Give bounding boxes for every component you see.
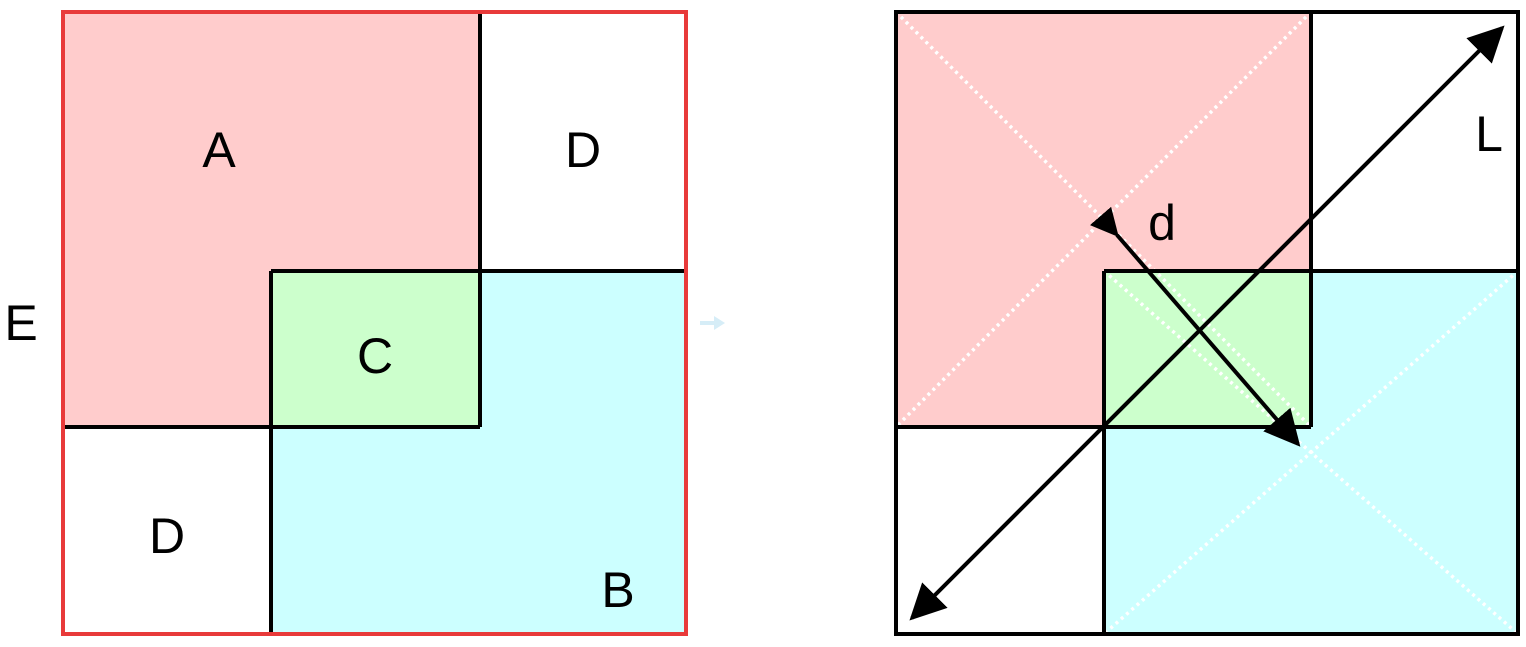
- region-c: [271, 271, 480, 427]
- label-c: C: [357, 328, 393, 384]
- region-outlines: [63, 12, 686, 634]
- region-c-right: [1104, 271, 1311, 427]
- label-a: A: [202, 122, 236, 178]
- left-diagram: A D C D B E: [4, 10, 688, 636]
- boundary-e: [61, 10, 688, 636]
- label-l: L: [1475, 106, 1503, 162]
- label-b: B: [601, 562, 634, 618]
- label-d-bottom: D: [149, 508, 185, 564]
- region-b: [271, 271, 686, 634]
- label-d-top: D: [565, 122, 601, 178]
- arrow-right-icon: [700, 316, 725, 330]
- distance-d-arrow: [1089, 206, 1301, 447]
- right-diagram: d L: [894, 10, 1520, 636]
- label-d-distance: d: [1148, 195, 1176, 251]
- region-a: [63, 12, 480, 427]
- label-e: E: [4, 295, 37, 351]
